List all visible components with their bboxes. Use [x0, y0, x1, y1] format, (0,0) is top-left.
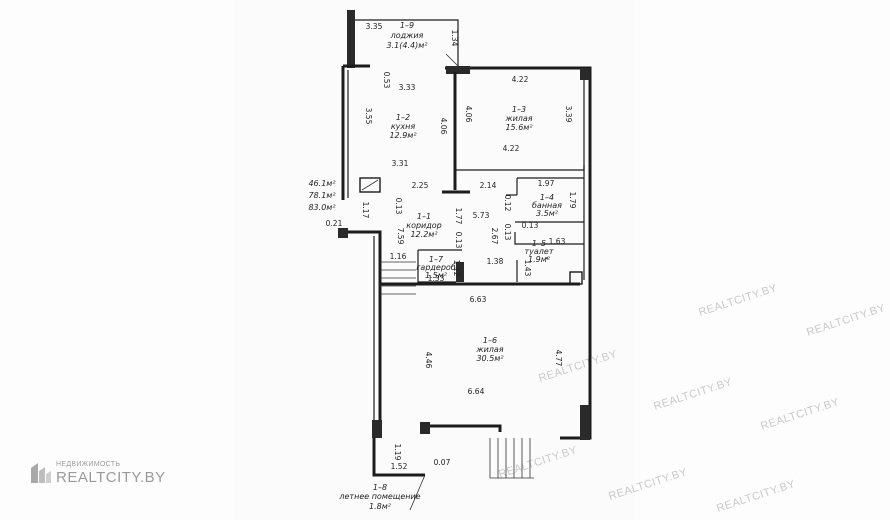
- dimension-label: 0.13: [522, 221, 539, 230]
- dimension-label: 3.33: [399, 83, 416, 92]
- watermark: REALTCITY.BY: [697, 282, 779, 319]
- dimension-label: 0.21: [326, 219, 343, 228]
- room-1-7-id: 1–7: [429, 255, 444, 264]
- dimension-label: 4.06: [439, 118, 448, 135]
- dimension-label: 0.13: [394, 198, 403, 215]
- brand-tagline: НЕДВИЖИМОСТЬ: [56, 461, 121, 468]
- dimension-label: 1.33: [428, 274, 445, 283]
- dimension-label: 0.07: [434, 458, 451, 467]
- dimension-label: 3.35: [366, 22, 383, 31]
- dimension-label: 2.25: [412, 181, 429, 190]
- room-1-6-area: 30.5м²: [476, 354, 504, 363]
- watermark: REALTCITY.BY: [497, 444, 579, 481]
- dimension-label: 2.14: [480, 181, 497, 190]
- room-1-6-id: 1–6: [483, 336, 497, 345]
- dimension-label: 1.38: [487, 257, 504, 266]
- dimension-label: 7.59: [396, 228, 405, 245]
- dimension-label: 3.31: [392, 159, 409, 168]
- room-1-8-id: 1–8: [373, 483, 387, 492]
- dimensions: 3.35 1.34 0.53 3.33 4.22 3.55 4.06 4.06 …: [326, 22, 577, 471]
- room-1-3-name: жилая: [504, 114, 532, 123]
- dimension-label: 3.55: [364, 108, 373, 125]
- stairs: [380, 261, 534, 479]
- room-1-8-area: 1.8м²: [369, 502, 392, 511]
- dimension-label: 1.63: [549, 237, 566, 246]
- dimension-label: 0.12: [503, 195, 512, 212]
- dimension-label: 4.46: [424, 352, 433, 369]
- total-area-1: 46.1м²: [308, 179, 336, 188]
- watermark: REALTCITY.BY: [537, 348, 619, 385]
- room-1-2-area: 12.9м²: [389, 131, 417, 140]
- room-1-5-name: туалет: [525, 247, 554, 256]
- dimension-label: 6.64: [468, 387, 485, 396]
- dimension-label: 0.13: [454, 232, 463, 249]
- room-1-4-name: банная: [532, 201, 562, 210]
- brand-name: REALTCITY.BY: [56, 469, 166, 486]
- room-1-5-area: 1.9м²: [528, 255, 551, 264]
- room-1-8-name: летнее помещение: [338, 492, 420, 501]
- plan-sheet: [235, 0, 635, 520]
- room-1-1-id: 1–1: [417, 212, 431, 221]
- dimension-label: 5.73: [473, 211, 490, 220]
- dimension-label: 1.52: [391, 462, 408, 471]
- room-1-2-id: 1–2: [396, 113, 410, 122]
- room-1-3-area: 15.6м²: [505, 123, 533, 132]
- dimension-label: 6.63: [470, 295, 487, 304]
- building-logo-icon: [31, 463, 51, 483]
- watermarks: REALTCITY.BY REALTCITY.BY REALTCITY.BY R…: [497, 282, 887, 515]
- watermark: REALTCITY.BY: [652, 376, 734, 413]
- room-1-4-area: 3.5м²: [536, 209, 559, 218]
- dimension-label: 1.12: [452, 260, 461, 277]
- room-1-9-id: 1–9: [400, 21, 414, 30]
- watermark: REALTCITY.BY: [759, 396, 841, 433]
- dimension-label: 1.97: [538, 179, 555, 188]
- total-area-3: 83.0м²: [308, 203, 336, 212]
- dimension-label: 1.79: [568, 192, 577, 209]
- room-1-4-id: 1–4: [540, 193, 554, 202]
- dimension-label: 4.22: [503, 144, 520, 153]
- room-1-3-id: 1–3: [512, 105, 526, 114]
- room-1-1-name: коридор: [406, 221, 442, 230]
- watermark: REALTCITY.BY: [607, 466, 689, 503]
- dimension-label: 1.16: [390, 252, 407, 261]
- room-1-7-area: 1.5м²: [425, 271, 448, 280]
- room-1-1-area: 12.2м²: [410, 230, 438, 239]
- dimension-label: 4.06: [464, 106, 473, 123]
- dimension-label: 1.17: [361, 202, 370, 219]
- room-1-9-name: лоджия: [390, 31, 424, 40]
- room-1-7-name: гардероб: [416, 263, 456, 272]
- dimension-label: 3.39: [564, 106, 573, 123]
- room-1-6-name: жилая: [475, 345, 503, 354]
- dimension-label: 0.53: [382, 72, 391, 89]
- dimension-label: 0.13: [503, 224, 512, 241]
- total-area-2: 78.1м²: [308, 191, 336, 200]
- dimension-label: 2.67: [490, 228, 499, 245]
- loggia-walls: [347, 10, 459, 68]
- room-labels: 1–9 лоджия 3.1(4.4)м² 1–2 кухня 12.9м² 1…: [308, 21, 562, 511]
- dimension-label: 1.34: [450, 30, 459, 47]
- dimension-label: 1.43: [523, 260, 532, 277]
- watermark: REALTCITY.BY: [805, 302, 887, 339]
- room-1-5-id: 1–5: [532, 239, 546, 248]
- dimension-label: 4.77: [554, 350, 563, 367]
- dimension-label: 1.77: [454, 208, 463, 225]
- room-1-9-area: 3.1(4.4)м²: [387, 41, 429, 50]
- dimension-label: 1.19: [393, 444, 402, 461]
- outer-walls: [338, 64, 592, 511]
- watermark: REALTCITY.BY: [715, 478, 797, 515]
- room-1-2-name: кухня: [391, 122, 416, 131]
- interior-walls: [359, 72, 585, 286]
- dimension-label: 4.22: [512, 75, 529, 84]
